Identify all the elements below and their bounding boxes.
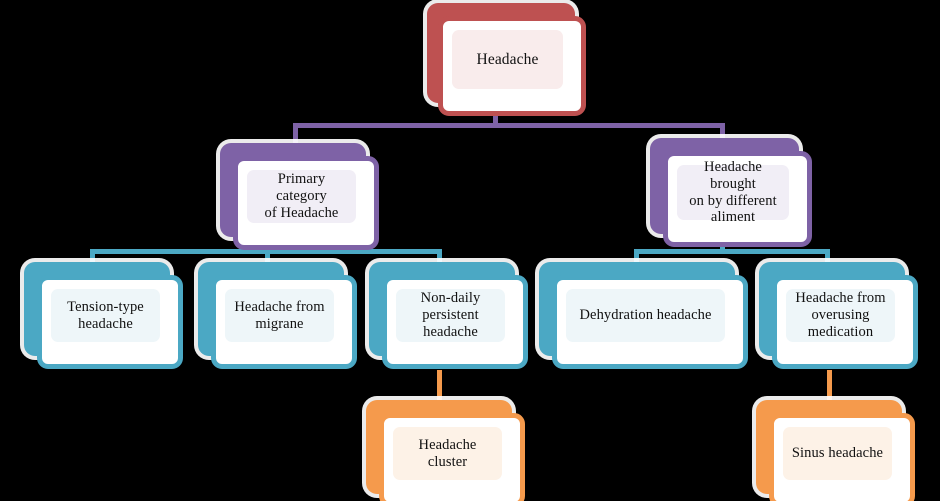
connector-to-non-daily <box>437 249 442 273</box>
node-label: Headache from migrane <box>234 298 325 332</box>
connector-to-ailment-category <box>720 123 725 148</box>
node-from-migraine[interactable]: Headache from migrane <box>198 262 357 369</box>
node-dehydration[interactable]: Dehydration headache <box>539 262 748 369</box>
node-inner-panel: Tension-type headache <box>51 289 160 342</box>
node-label: Non-daily persistent headache <box>420 290 481 340</box>
node-inner-panel: Headache from migrane <box>225 289 334 342</box>
node-label: Headache <box>476 50 539 68</box>
connector-level1-horizontal <box>293 123 725 128</box>
node-card: Headache cluster <box>379 413 525 501</box>
connector-to-migraine <box>265 249 270 273</box>
node-tension-type[interactable]: Tension-type headache <box>24 262 183 369</box>
node-inner-panel: Sinus headache <box>783 427 892 480</box>
connector-to-overusing <box>825 249 830 273</box>
connector-to-dehydration <box>634 249 639 273</box>
node-sinus[interactable]: Sinus headache <box>756 400 915 501</box>
node-label: Headache from overusing medication <box>795 290 886 340</box>
node-primary-category[interactable]: Primary category of Headache <box>220 143 379 250</box>
node-card: Non-daily persistent headache <box>382 275 528 369</box>
node-inner-panel: Headache brought on by different aliment <box>677 159 789 225</box>
node-non-daily-persistent[interactable]: Non-daily persistent headache <box>369 262 528 369</box>
node-brought-on-by-ailment[interactable]: Headache brought on by different aliment <box>650 138 812 247</box>
node-card: Headache from migrane <box>211 275 357 369</box>
node-label: Tension-type headache <box>67 298 144 332</box>
node-card: Tension-type headache <box>37 275 183 369</box>
node-inner-panel: Non-daily persistent headache <box>396 289 505 342</box>
node-card: Headache <box>438 16 586 116</box>
node-card: Sinus headache <box>769 413 915 501</box>
node-inner-panel: Primary category of Headache <box>247 170 356 223</box>
node-root[interactable]: Headache <box>427 3 586 116</box>
node-card: Headache from overusing medication <box>772 275 918 369</box>
node-inner-panel: Dehydration headache <box>566 289 725 342</box>
node-card: Headache brought on by different aliment <box>663 151 812 247</box>
node-overusing-medication[interactable]: Headache from overusing medication <box>759 262 918 369</box>
node-inner-panel: Headache <box>452 30 563 89</box>
node-label: Headache brought on by different aliment <box>689 158 777 226</box>
connector-to-tension-type <box>90 249 95 273</box>
node-label: Dehydration headache <box>579 307 712 324</box>
node-label: Sinus headache <box>791 445 884 462</box>
connector-to-sinus <box>827 370 832 410</box>
node-cluster[interactable]: Headache cluster <box>366 400 525 501</box>
node-inner-panel: Headache from overusing medication <box>786 289 895 342</box>
node-card: Dehydration headache <box>552 275 748 369</box>
node-label: Primary category of Headache <box>264 171 339 221</box>
node-inner-panel: Headache cluster <box>393 427 502 480</box>
connector-level2-right-horizontal <box>634 249 830 254</box>
node-card: Primary category of Headache <box>233 156 379 250</box>
node-label: Headache cluster <box>418 436 477 470</box>
connector-to-primary-category <box>293 123 298 153</box>
connector-to-cluster <box>437 370 442 410</box>
